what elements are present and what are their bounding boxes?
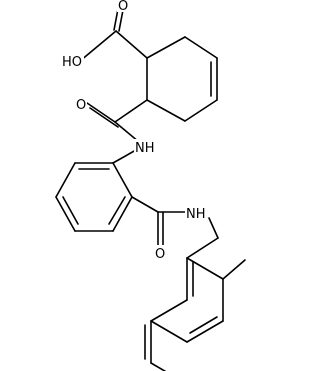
bond-nh-ch2: [208, 217, 219, 239]
bond-tolyl-i: [150, 320, 188, 343]
amide-nh-lower-label: NH: [186, 207, 206, 222]
carboxyl-oxygen-label: O: [118, 0, 128, 14]
bond-ring-a: [146, 36, 186, 59]
bond-tolyl-h: [186, 320, 224, 343]
bond-cooh-c-oxygen-a: [113, 8, 119, 31]
bond-nh-aryl: [112, 149, 137, 164]
bond-cooh-c-ring: [115, 30, 148, 59]
bond-tolyl-b: [150, 299, 188, 322]
bond-cooh-c-oxygen-b: [118, 9, 124, 32]
bond-tolyl-methyl: [222, 259, 246, 280]
bond-tolyl-f: [186, 257, 224, 280]
amide-oxygen-lower-label: O: [155, 247, 165, 262]
bond-ring-e: [146, 99, 186, 122]
bond-amide-c-oxygen-a: [86, 102, 116, 123]
bond-benzene1-f: [112, 162, 133, 198]
bond-amide-c-nh: [114, 121, 140, 143]
bond-benzene1-c: [55, 196, 76, 232]
hydroxyl-label: HO: [62, 55, 82, 70]
bond-aryl-to-amide-c: [131, 196, 159, 213]
bond-ring-to-amide-c: [114, 99, 148, 123]
bond-benzene1-b: [55, 162, 76, 198]
bond-ring-b: [184, 36, 218, 59]
bond-tolyl-d: [150, 362, 167, 371]
bond-amide-c-oxygen-b: [89, 107, 119, 128]
amide-oxygen-upper-label: O: [76, 98, 86, 113]
bond-cooh-c-hydroxyl: [79, 30, 117, 62]
atom-labels: HO O O NH NH O: [62, 0, 207, 262]
bond-benzene1-c-inner: [62, 196, 79, 225]
bond-lines: [55, 8, 246, 371]
bond-tolyl-h-inner: [189, 316, 218, 334]
bond-ring-d: [184, 99, 218, 122]
bond-benzene1-e: [112, 196, 133, 232]
bond-ch2-ring: [186, 237, 219, 259]
chemical-structure-diagram: HO O O NH NH O: [55, 0, 246, 371]
amide-nh-upper-label: NH: [135, 141, 155, 156]
bond-benzene1-e-inner: [108, 196, 126, 225]
